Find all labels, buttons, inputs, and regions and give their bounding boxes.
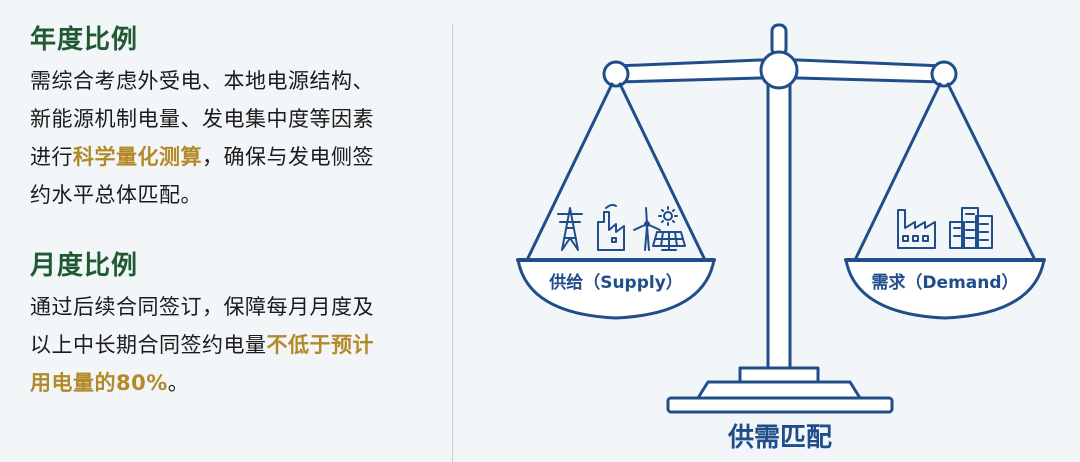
power-tower-icon — [557, 207, 583, 251]
diagram-caption: 供需匹配 — [727, 423, 832, 453]
scale-base-plinth — [666, 396, 894, 414]
annual-line-2: 新能源机制电量、发电集中度等因素 — [30, 107, 374, 131]
industrial-factory-icon — [897, 209, 936, 249]
right-pan — [844, 258, 1046, 320]
factory-icon — [597, 203, 625, 251]
scale-base-top — [738, 366, 820, 384]
annual-line-3-post: ，确保与发电侧签 — [202, 145, 374, 169]
left-pan — [516, 258, 716, 320]
monthly-line-2: 以上中长期合同签约电量不低于预计 — [30, 326, 420, 364]
annual-line-3: 进行科学量化测算，确保与发电侧签 — [30, 138, 420, 176]
monthly-line-2-pre: 以上中长期合同签约电量 — [30, 333, 267, 357]
annual-section: 年度比例 需综合考虑外受电、本地电源结构、 新能源机制电量、发电集中度等因素 进… — [30, 22, 420, 214]
right-string-2 — [946, 82, 1036, 260]
scale-pivot — [759, 50, 799, 90]
divider — [452, 24, 453, 462]
right-joint — [930, 60, 958, 88]
monthly-line-1: 通过后续合同签订，保障每月月度及 — [30, 295, 374, 319]
scale-post — [766, 78, 792, 384]
right-string-1 — [854, 82, 942, 260]
text-panel: 年度比例 需综合考虑外受电、本地电源结构、 新能源机制电量、发电集中度等因素 进… — [30, 22, 420, 402]
solar-panel-icon — [652, 231, 686, 251]
monthly-section: 月度比例 通过后续合同签订，保障每月月度及 以上中长期合同签约电量不低于预计 用… — [30, 248, 420, 402]
monthly-line-3: 用电量的80%。 — [30, 364, 420, 402]
right-pan-label: 需求（Demand） — [871, 272, 1018, 293]
city-buildings-icon — [949, 207, 993, 249]
monthly-highlight-2: 用电量的80% — [30, 371, 168, 395]
annual-line-3-pre: 进行 — [30, 145, 73, 169]
left-string-1 — [526, 82, 614, 260]
wind-turbine-icon — [633, 207, 661, 251]
annual-highlight: 科学量化测算 — [73, 145, 202, 169]
sun-icon — [658, 206, 678, 226]
annual-line-1: 需综合考虑外受电、本地电源结构、 — [30, 69, 374, 93]
annual-heading: 年度比例 — [30, 25, 139, 55]
annual-line-4: 约水平总体匹配。 — [30, 183, 202, 207]
scale-base-middle — [696, 380, 862, 400]
left-string-2 — [618, 82, 706, 260]
monthly-heading: 月度比例 — [30, 251, 139, 281]
monthly-highlight-1: 不低于预计 — [266, 333, 374, 357]
monthly-line-3-post: 。 — [167, 371, 190, 395]
left-pan-label: 供给（Supply） — [548, 272, 683, 293]
left-joint — [602, 60, 630, 88]
